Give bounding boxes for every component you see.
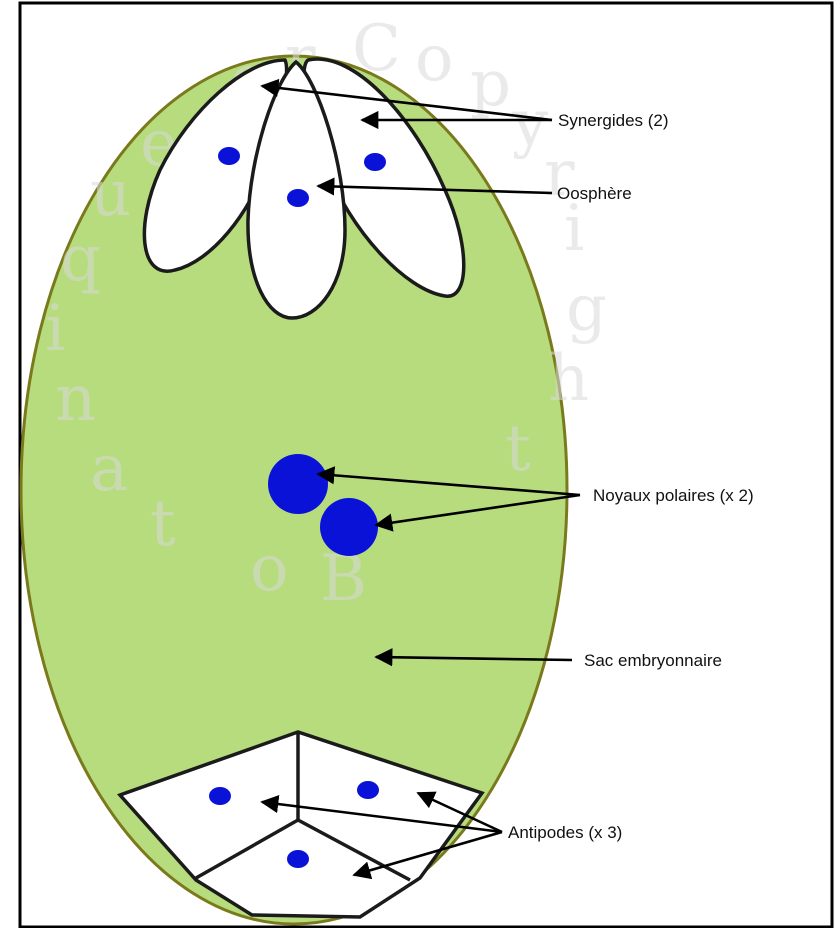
- watermark-letter: g: [566, 272, 607, 346]
- polar-nucleus: [268, 454, 328, 514]
- watermark-letter: o: [415, 22, 454, 96]
- watermark-letter: n: [55, 362, 96, 436]
- antipode-nucleus: [357, 781, 379, 799]
- synergid-nucleus: [364, 153, 386, 171]
- label-noyaux-polaires: Noyaux polaires (x 2): [593, 486, 754, 505]
- label-oosphere: Oosphère: [557, 184, 632, 203]
- label-sac-embryonnaire: Sac embryonnaire: [584, 651, 722, 670]
- label-synergides: Synergides (2): [558, 111, 669, 130]
- watermark-letter: a: [90, 432, 128, 506]
- watermark-letter: i: [45, 292, 65, 366]
- watermark-letter: o: [250, 532, 289, 606]
- antipode-nucleus: [287, 850, 309, 868]
- watermark-letter: u: [90, 157, 131, 231]
- watermark-letter: y: [511, 87, 548, 161]
- polar-nucleus: [320, 498, 378, 556]
- watermark-letter: q: [60, 222, 101, 296]
- watermark-letter: i: [564, 192, 584, 266]
- watermark-letter: t: [150, 487, 176, 561]
- antipode-nucleus: [209, 787, 231, 805]
- synergid-nucleus: [218, 147, 240, 165]
- watermark-letter: h: [548, 342, 589, 416]
- watermark-letter: t: [505, 412, 531, 486]
- oosphere-nucleus: [287, 189, 309, 207]
- label-antipodes: Antipodes (x 3): [508, 823, 622, 842]
